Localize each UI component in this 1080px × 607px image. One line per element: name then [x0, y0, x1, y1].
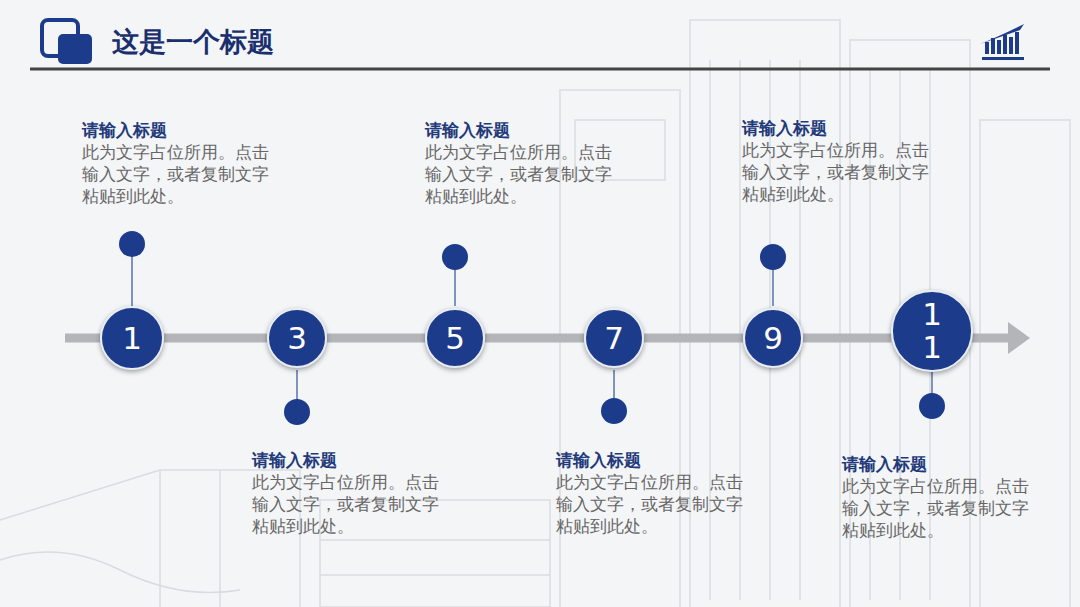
logo — [980, 24, 1024, 60]
text-block: 请输入标题此为文字占位所用。点击输入文字，或者复制文字粘贴到此处。 — [82, 118, 278, 208]
step-number: 1 — [122, 322, 142, 355]
text-block: 请输入标题此为文字占位所用。点击输入文字，或者复制文字粘贴到此处。 — [556, 448, 752, 538]
timeline-circle: 9 — [743, 308, 803, 368]
item-body: 此为文字占位所用。点击输入文字，或者复制文字粘贴到此处。 — [425, 142, 621, 208]
item-body: 此为文字占位所用。点击输入文字，或者复制文字粘贴到此处。 — [82, 142, 278, 208]
step-number: 9 — [763, 322, 783, 355]
item-body: 此为文字占位所用。点击输入文字，或者复制文字粘贴到此处。 — [842, 476, 1038, 542]
slide-title: 这是一个标题 — [112, 24, 274, 60]
item-body: 此为文字占位所用。点击输入文字，或者复制文字粘贴到此处。 — [556, 472, 752, 538]
text-block: 请输入标题此为文字占位所用。点击输入文字，或者复制文字粘贴到此处。 — [842, 452, 1038, 542]
timeline-segment — [164, 334, 267, 343]
timeline-segment — [803, 334, 891, 343]
item-heading: 请输入标题 — [425, 118, 621, 142]
dots — [119, 231, 945, 425]
stems — [132, 244, 932, 412]
text-block: 请输入标题此为文字占位所用。点击输入文字，或者复制文字粘贴到此处。 — [425, 118, 621, 208]
item-heading: 请输入标题 — [742, 116, 938, 140]
step-number: 5 — [445, 322, 465, 355]
axis-start — [65, 334, 100, 343]
title-icon — [58, 34, 92, 64]
building-sketch — [0, 20, 1070, 607]
step-number: 11 — [922, 298, 942, 363]
item-heading: 请输入标题 — [842, 452, 1038, 476]
timeline-circle: 3 — [267, 308, 327, 368]
axis-arrowhead — [1008, 322, 1030, 354]
timeline-segment — [644, 334, 743, 343]
text-block: 请输入标题此为文字占位所用。点击输入文字，或者复制文字粘贴到此处。 — [252, 448, 448, 538]
item-body: 此为文字占位所用。点击输入文字，或者复制文字粘贴到此处。 — [252, 472, 448, 538]
item-heading: 请输入标题 — [82, 118, 278, 142]
item-heading: 请输入标题 — [252, 448, 448, 472]
timeline-circle: 11 — [891, 290, 972, 371]
timeline-circle: 5 — [425, 308, 485, 368]
header-rule — [30, 68, 1050, 71]
step-number: 3 — [287, 322, 307, 355]
item-heading: 请输入标题 — [556, 448, 752, 472]
timeline-circle: 7 — [584, 308, 644, 368]
item-body: 此为文字占位所用。点击输入文字，或者复制文字粘贴到此处。 — [742, 140, 938, 206]
timeline-segment — [485, 334, 584, 343]
text-block: 请输入标题此为文字占位所用。点击输入文字，或者复制文字粘贴到此处。 — [742, 116, 938, 206]
timeline-segment — [327, 334, 425, 343]
step-number: 7 — [604, 322, 624, 355]
timeline-circle: 1 — [100, 306, 164, 370]
